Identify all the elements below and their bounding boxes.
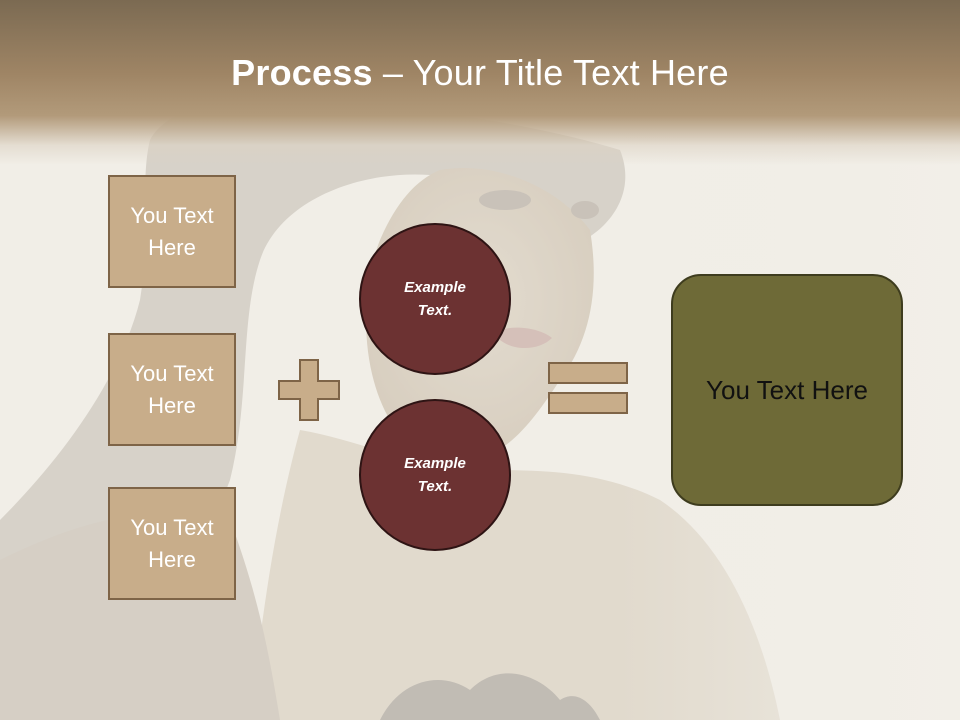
title-band	[0, 0, 960, 165]
text-box-2-label: You Text Here	[130, 360, 214, 418]
example-circle-2-label: Example Text.	[404, 455, 466, 495]
equals-icon	[548, 362, 628, 414]
text-box-2[interactable]: You Text Here	[108, 333, 236, 446]
result-box-label: You Text Here	[706, 374, 868, 405]
result-box[interactable]: You Text Here	[671, 274, 903, 506]
plus-icon	[278, 359, 340, 421]
example-circle-1-label: Example Text.	[404, 279, 466, 319]
title-rest: – Your Title Text Here	[372, 52, 729, 93]
title-bold-part: Process	[231, 52, 373, 93]
text-box-1[interactable]: You Text Here	[108, 175, 236, 288]
text-box-3[interactable]: You Text Here	[108, 487, 236, 600]
slide-title: Process – Your Title Text Here	[0, 52, 960, 94]
text-box-1-label: You Text Here	[130, 202, 214, 260]
example-circle-1[interactable]: Example Text.	[359, 223, 511, 375]
example-circle-2[interactable]: Example Text.	[359, 399, 511, 551]
text-box-3-label: You Text Here	[130, 514, 214, 572]
